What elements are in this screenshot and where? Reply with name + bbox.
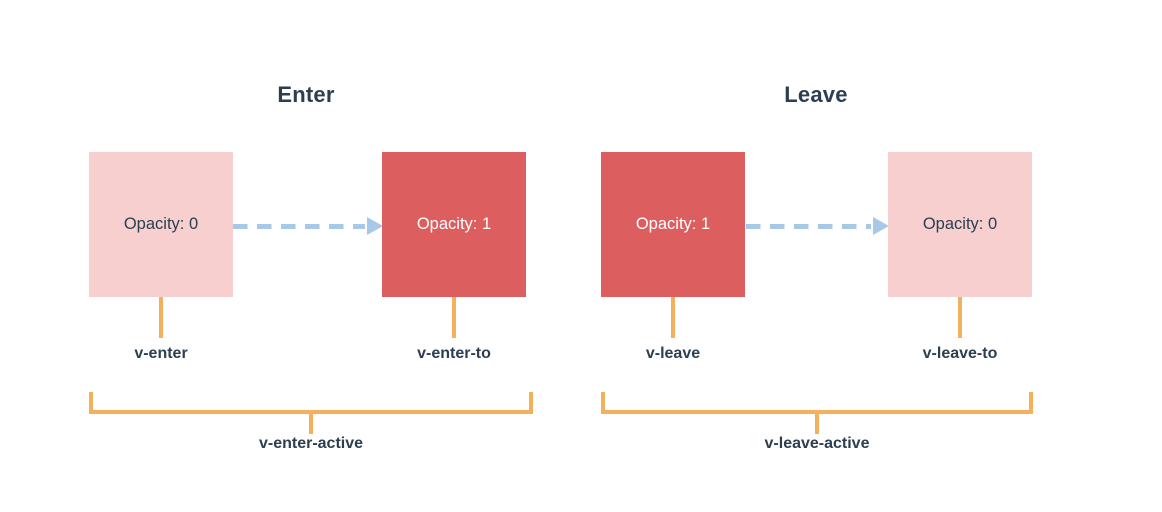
state-box-v-enter-to: Opacity: 1 <box>382 152 526 297</box>
tick-stem-icon-v-enter-to <box>452 297 456 338</box>
bracket-stem <box>815 414 819 434</box>
arrow-dashes <box>233 223 365 229</box>
class-label-v-leave-to: v-leave-to <box>922 345 998 362</box>
arrow-head-icon <box>873 217 889 235</box>
tick-stem-icon-v-enter <box>159 297 163 338</box>
dashed-arrow-right-icon <box>233 217 383 235</box>
bracket-post-right <box>1029 392 1033 414</box>
class-label-v-enter-active: v-enter-active <box>258 435 364 452</box>
bracket-post-right <box>529 392 533 414</box>
tick-stem-icon-v-leave-to <box>958 297 962 338</box>
state-box-v-enter: Opacity: 0 <box>89 152 233 297</box>
state-box-label: Opacity: 0 <box>922 215 998 234</box>
group-title-leave: Leave <box>784 82 848 107</box>
group-title-enter: Enter <box>277 82 335 107</box>
bracket-post-left <box>601 392 605 414</box>
state-box-label: Opacity: 0 <box>123 215 199 234</box>
bracket-stem <box>309 414 313 434</box>
tick-stem-icon-v-leave <box>671 297 675 338</box>
class-label-v-leave-active: v-leave-active <box>764 435 870 452</box>
arrow-head-icon <box>367 217 383 235</box>
state-box-label: Opacity: 1 <box>635 215 711 234</box>
bracket-bar <box>601 410 1033 414</box>
class-label-v-enter-to: v-enter-to <box>417 345 491 362</box>
bracket-post-left <box>89 392 93 414</box>
class-label-v-enter: v-enter <box>134 345 188 362</box>
curly-bracket-icon-v-leave-active <box>601 392 1033 434</box>
state-box-label: Opacity: 1 <box>416 215 492 234</box>
state-box-v-leave: Opacity: 1 <box>601 152 745 297</box>
bracket-bar <box>89 410 533 414</box>
arrow-dashes <box>746 223 871 229</box>
curly-bracket-icon-v-enter-active <box>89 392 533 434</box>
state-box-v-leave-to: Opacity: 0 <box>888 152 1032 297</box>
dashed-arrow-right-icon <box>746 217 889 235</box>
class-label-v-leave: v-leave <box>645 345 701 362</box>
